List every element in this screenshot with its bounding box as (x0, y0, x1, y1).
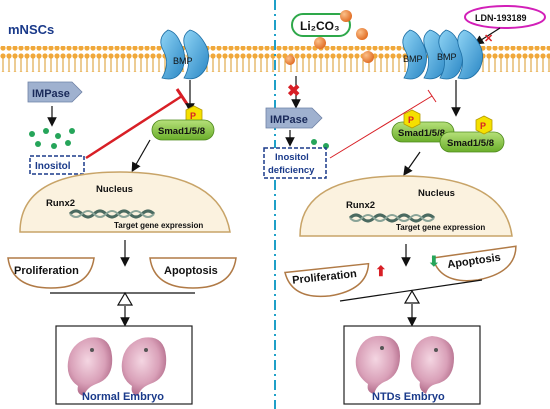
phospho-label: P (190, 111, 196, 121)
inhibitor-cross: ✕ (484, 33, 493, 45)
smad-protein-b (439, 131, 505, 153)
smad-to-nucleus-arrow-right (403, 151, 421, 176)
nucleus-label-right: Nucleus (418, 188, 455, 199)
target-gene-label: Target gene expression (114, 221, 203, 230)
cell-type-label: mNSCs (8, 22, 54, 37)
smad-to-nucleus-arrow (131, 139, 151, 173)
apoptosis-label: Apoptosis (164, 265, 218, 277)
runx2-label-right: Runx2 (346, 200, 375, 211)
drug-label-box (291, 13, 351, 37)
balance-beam-right (339, 279, 483, 302)
bmp-label-b: BMP (437, 52, 457, 62)
down-arrow-icon: ⬇ (428, 253, 440, 269)
tilted-balance (284, 245, 517, 298)
smad-label-a: Smad1/5/8 (398, 128, 445, 139)
runx2-label: Runx2 (46, 198, 75, 209)
weak-inhibition-bar (427, 89, 437, 103)
weak-inhibition-line (329, 95, 433, 159)
inositol-box (29, 155, 85, 175)
smad-label-b: Smad1/5/8 (447, 138, 494, 149)
target-gene-label-right: Target gene expression (396, 223, 485, 232)
inositol-dots (29, 128, 75, 149)
impase-label-right: IMPase (270, 114, 308, 126)
smad-protein (151, 119, 215, 141)
phospho-badge-a (403, 109, 421, 129)
impase-enzyme (27, 81, 83, 103)
inositol-inhibits-bmp-line (85, 94, 183, 160)
bmp-receptor-pair (402, 29, 483, 80)
lithium-orbs (285, 10, 374, 65)
embryo-caption-right: NTDs Embryo (372, 391, 445, 403)
drug-label: Li₂CO₃ (300, 19, 340, 33)
phospho-label-a: P (408, 115, 414, 125)
inhibition-bar (175, 88, 189, 105)
proliferation-pan-right (284, 262, 370, 298)
phospho-badge-b (475, 115, 493, 135)
bmp-label: BMP (173, 56, 193, 66)
inositol-deficiency-box (263, 147, 327, 179)
embryo-caption: Normal Embryo (82, 391, 164, 403)
apoptosis-pan-right (431, 245, 517, 282)
embryo-image (67, 337, 167, 396)
inhibitor-label-box (464, 5, 546, 29)
impase-label: IMPase (32, 88, 70, 100)
dna-strand-right (348, 213, 436, 223)
impase-enzyme-right (265, 107, 323, 129)
proliferation-label: Proliferation (14, 265, 79, 277)
embryo-image-right (355, 335, 454, 394)
apoptosis-pan (149, 257, 237, 289)
inhibitor-arrow (473, 27, 501, 45)
balance-fulcrum-right (403, 289, 421, 304)
dna-strand (68, 209, 156, 219)
proliferation-pan (7, 257, 95, 289)
phospho-label-b: P (480, 121, 486, 131)
bmp-label-a: BMP (403, 54, 423, 64)
smad-label: Smad1/5/8 (158, 126, 205, 137)
balance-fulcrum (116, 291, 134, 306)
nucleus-label: Nucleus (96, 184, 133, 195)
up-arrow-icon: ⬆ (375, 263, 387, 279)
inositol-label: Inositol (35, 161, 71, 172)
lithium-block-cross: ✖ (287, 83, 300, 100)
inhibitor-label: LDN-193189 (475, 13, 527, 23)
inositol-deficiency-label: Inositol deficiency (268, 152, 315, 176)
bmp-receptor (160, 29, 209, 80)
